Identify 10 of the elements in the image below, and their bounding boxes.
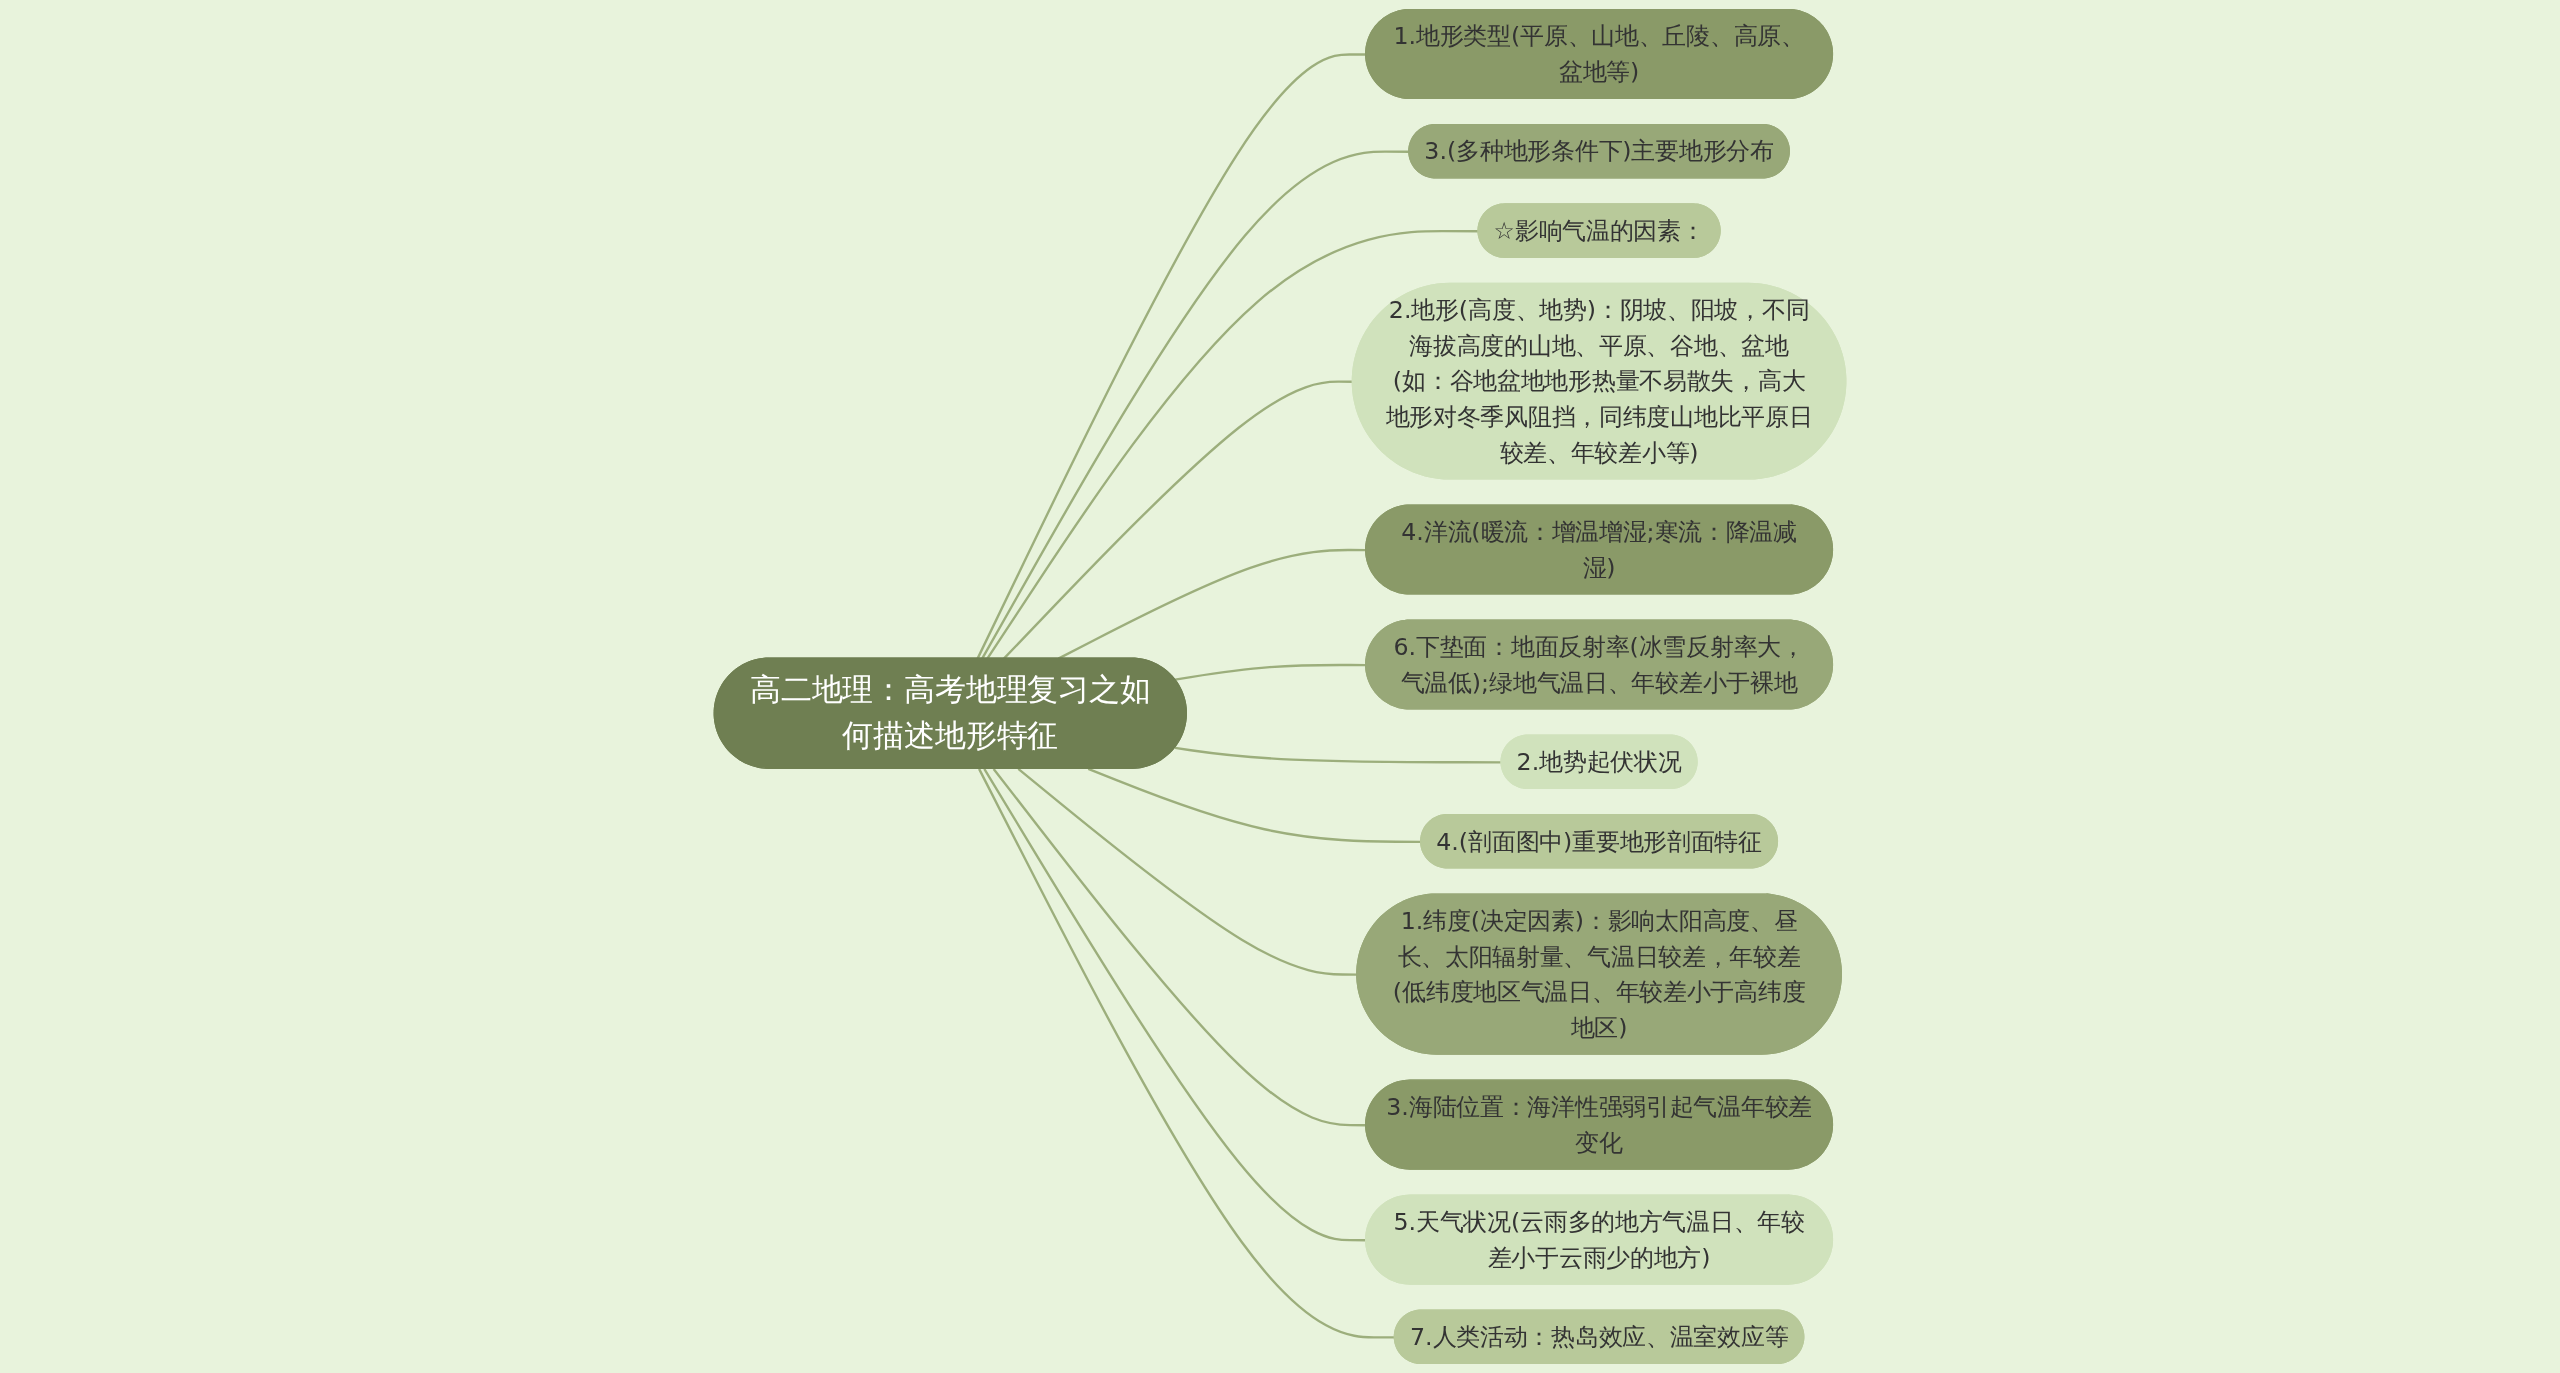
connector	[986, 229, 1479, 660]
connector	[992, 768, 1367, 1127]
connector	[1003, 380, 1353, 660]
connector	[1174, 746, 1502, 764]
connector	[1017, 768, 1358, 976]
connector	[976, 53, 1367, 660]
connector	[978, 768, 1395, 1339]
connector	[1057, 548, 1367, 660]
connector	[1174, 663, 1367, 681]
connector	[983, 768, 1367, 1242]
